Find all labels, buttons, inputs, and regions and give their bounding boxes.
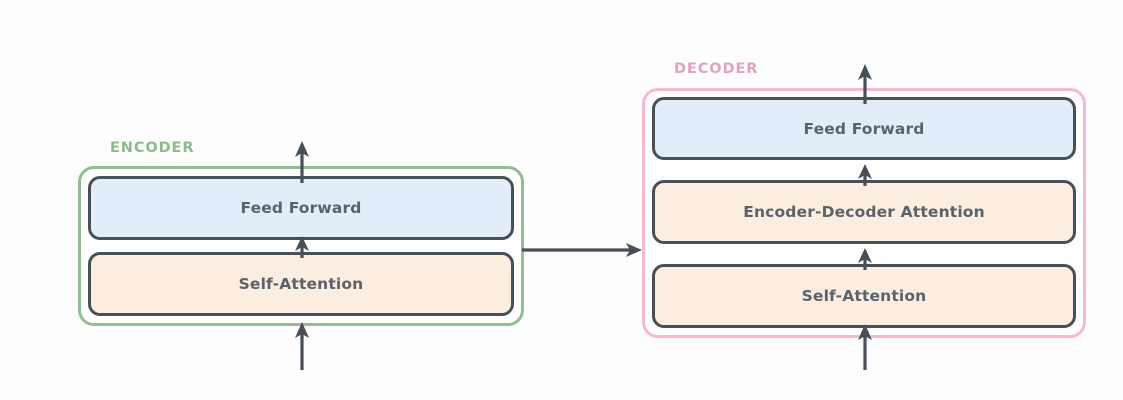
- decoder-self-attention-block[interactable]: Self-Attention: [652, 264, 1076, 328]
- encoder-self-attention-block[interactable]: Self-Attention: [88, 252, 514, 316]
- decoder-feed-forward-block[interactable]: Feed Forward: [652, 97, 1076, 160]
- encoder-feed-forward-block[interactable]: Feed Forward: [88, 176, 514, 240]
- decoder-group-label: DECODER: [674, 61, 759, 77]
- decoder-encoder-decoder-attention-block[interactable]: Encoder-Decoder Attention: [652, 180, 1076, 244]
- encoder-group-label: ENCODER: [110, 140, 195, 156]
- encoder-input-arrow: [291, 320, 313, 370]
- encoder-to-decoder-arrow: [522, 238, 644, 262]
